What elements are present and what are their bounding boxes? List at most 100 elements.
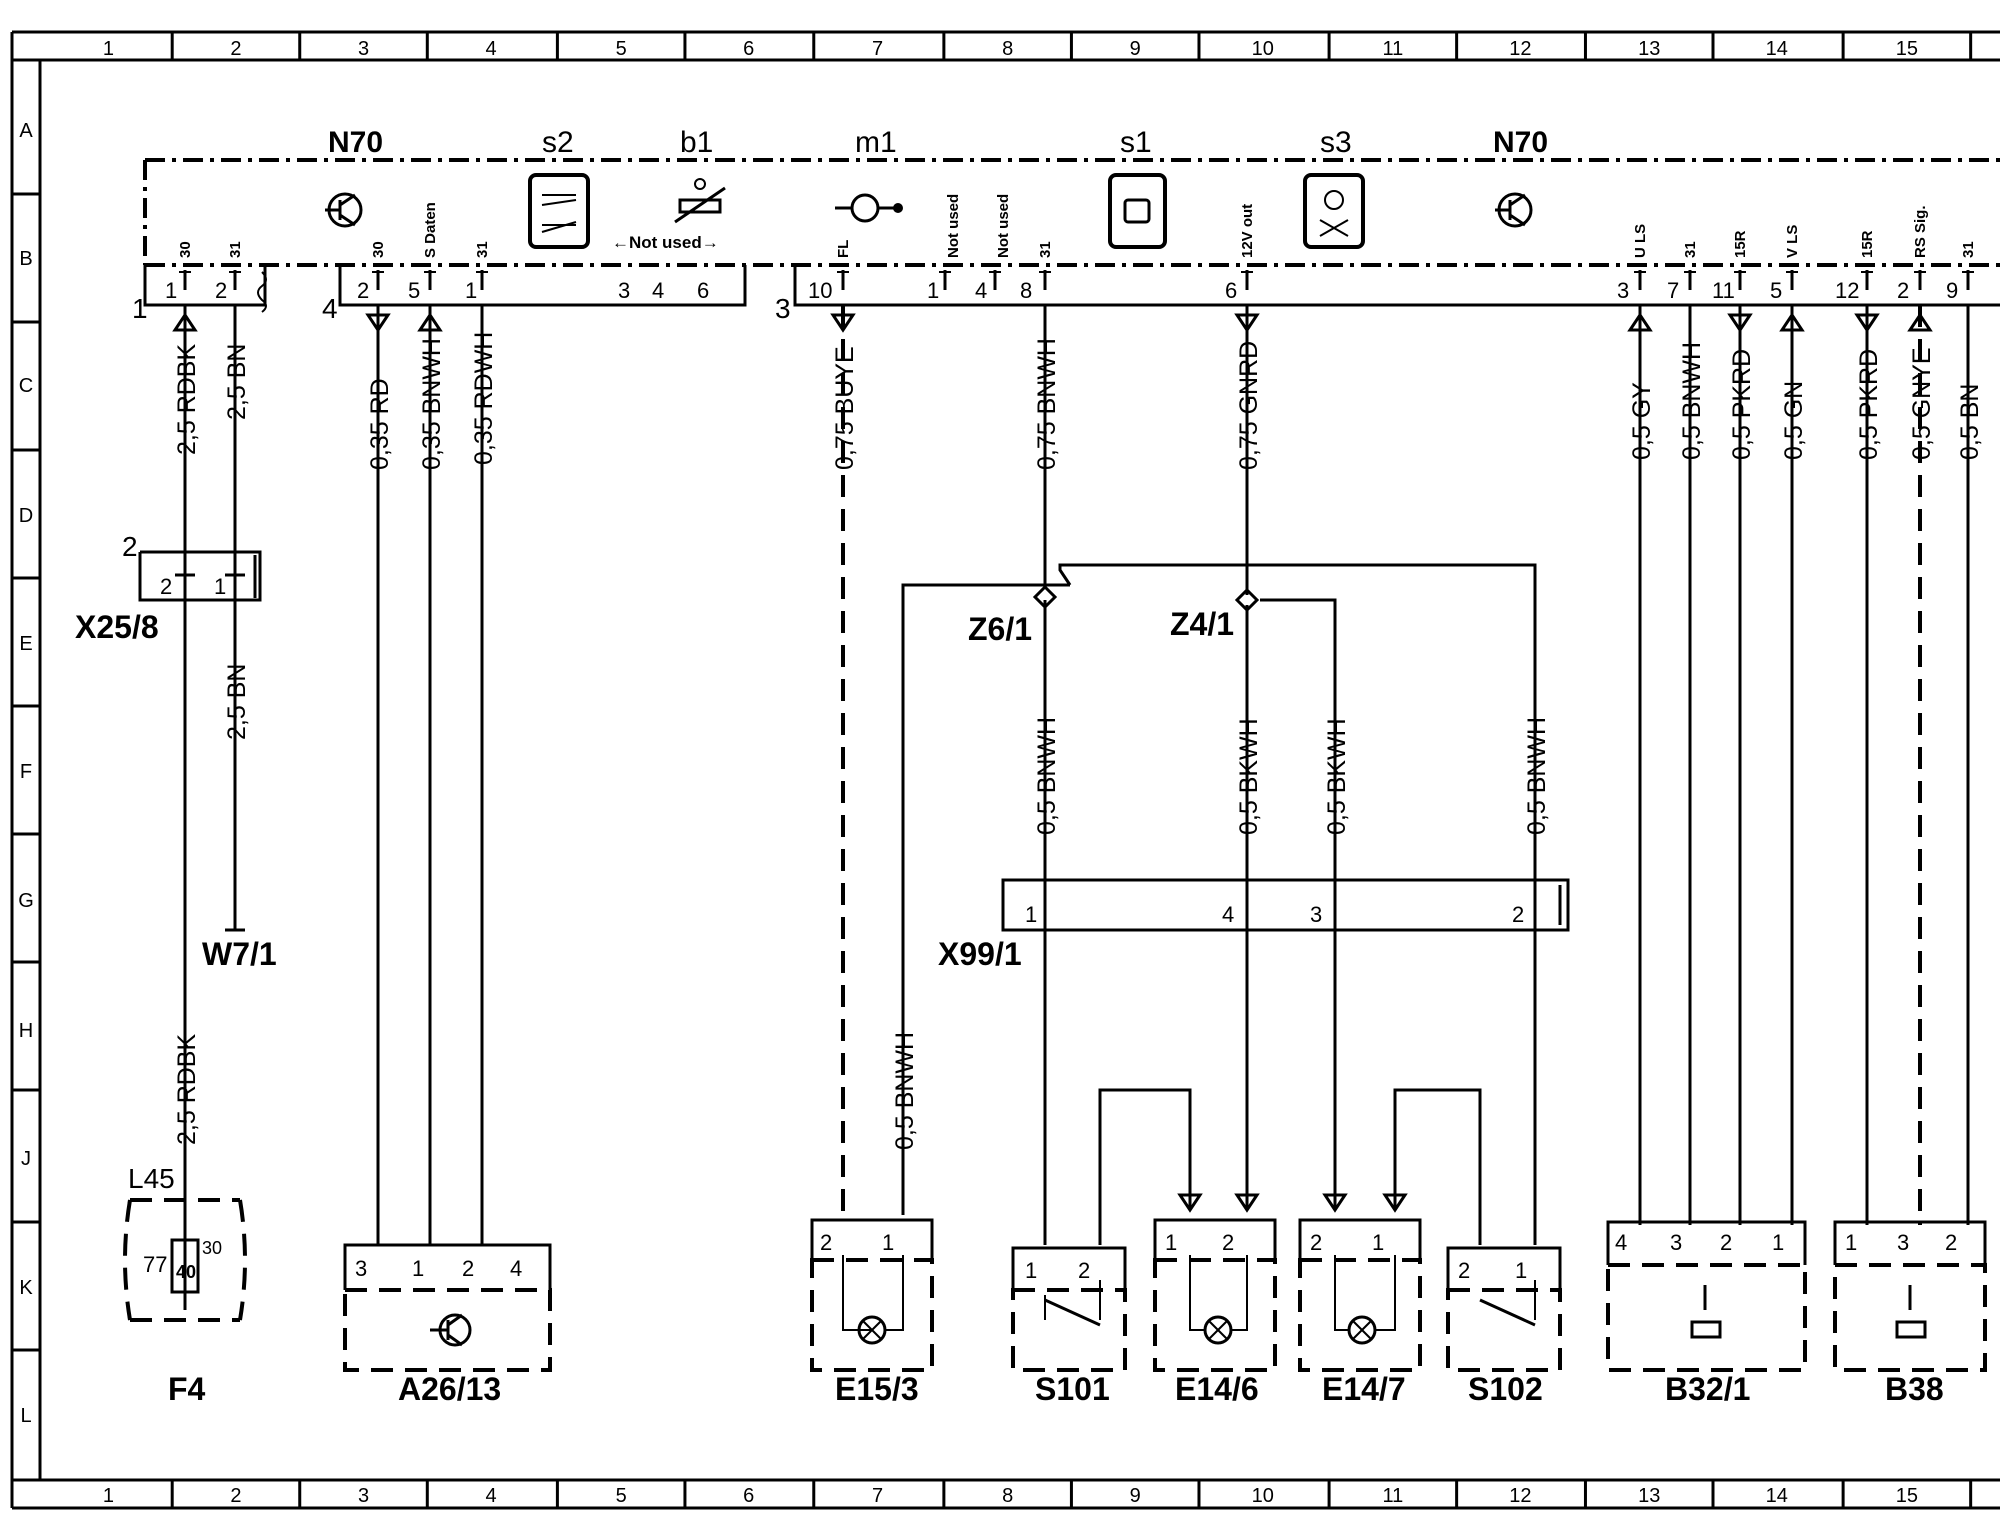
row-label: H — [19, 1020, 33, 1042]
pin-function-p15r_b: 15R — [1859, 230, 1876, 258]
wire-label-w_gnrd: 0,75 GNRD — [1235, 341, 1263, 470]
wire-label-w_gnye: 0,5 GNYE — [1908, 347, 1936, 460]
x99-pin-4: 4 — [1222, 902, 1234, 927]
module-n70-right: N70 — [1493, 126, 1548, 159]
column-label: 15 — [1896, 38, 1918, 60]
pin-function-p15r_a: 15R — [1732, 230, 1749, 258]
pin-number-c3_9: 9 — [1946, 278, 1958, 303]
not-used-1: Not used — [945, 194, 962, 258]
component-e15-3 — [810, 1218, 934, 1372]
pin-number-c3_8: 8 — [1020, 278, 1032, 303]
component-e14-7-label: E14/7 — [1322, 1371, 1406, 1407]
a26-pin-4: 4 — [510, 1256, 522, 1281]
column-label: 6 — [743, 1485, 754, 1507]
x25-8-pin-1: 1 — [214, 574, 226, 599]
f4-pin-77: 77 — [143, 1252, 167, 1277]
b38-pin-1: 1 — [1845, 1230, 1857, 1255]
sensor-b1-icon — [674, 178, 726, 224]
wire-label-w_bnwh_075: 0,75 BNWH — [1033, 338, 1061, 470]
pin-number-c3_12: 12 — [1835, 278, 1859, 303]
component-a26-13-label: A26/13 — [398, 1371, 501, 1407]
component-s102 — [1446, 1246, 1562, 1372]
column-label: 1 — [103, 38, 114, 60]
column-label: 2 — [230, 38, 241, 60]
column-label: 7 — [872, 38, 883, 60]
column-label: 13 — [1638, 38, 1660, 60]
row-label: C — [19, 375, 33, 397]
pin-number-c1_2: 2 — [215, 278, 227, 303]
column-label: 14 — [1766, 38, 1788, 60]
column-label: 3 — [358, 38, 369, 60]
module-s2: s2 — [542, 126, 574, 159]
column-label: 15 — [1896, 1485, 1918, 1507]
connector-x99-1 — [1001, 878, 1570, 932]
wire-label-w_bn_1: 2,5 BN — [223, 344, 251, 420]
module-m1: m1 — [855, 126, 897, 159]
component-s101 — [1011, 1246, 1127, 1372]
wires — [183, 271, 1970, 1245]
column-label: 12 — [1509, 1485, 1531, 1507]
s102-pin-2: 2 — [1458, 1258, 1470, 1283]
column-label: 12 — [1509, 38, 1531, 60]
connector-x25-8-label: X25/8 — [75, 609, 159, 645]
s102-pin-1: 1 — [1515, 1258, 1527, 1283]
column-label: 10 — [1252, 38, 1274, 60]
pin-number-c3_11: 11 — [1712, 278, 1735, 303]
wire-label-w_bnwh_f1: 0,5 BNWH — [1033, 717, 1061, 835]
a26-pin-1: 1 — [412, 1256, 424, 1281]
e146-pin-2: 2 — [1222, 1230, 1234, 1255]
connector-x99-1-label: X99/1 — [938, 936, 1022, 972]
connector-x25-8 — [138, 550, 262, 602]
pin-markers — [179, 270, 1974, 290]
pin-function-rs_sig: RS Sig. — [1912, 205, 1929, 258]
pin-function-p31b: 31 — [474, 241, 491, 258]
column-label: 11 — [1382, 1485, 1403, 1507]
row-label: A — [19, 120, 33, 142]
e15-pin-2: 2 — [820, 1230, 832, 1255]
pin-number-c3_5: 5 — [1770, 278, 1782, 303]
switch-s1-icon — [1108, 173, 1167, 249]
wire-label-w_rdwh: 0,35 RDWH — [470, 332, 498, 465]
not-used-2: Not used — [995, 194, 1012, 258]
wire-label-w_buye: 0,75 BUYE — [831, 346, 859, 470]
x99-pin-3: 3 — [1310, 902, 1322, 927]
e147-pin-1: 1 — [1372, 1230, 1384, 1255]
component-b38 — [1833, 1220, 1987, 1372]
b38-pin-3: 3 — [1897, 1230, 1909, 1255]
splice-z6-1-label: Z6/1 — [968, 611, 1032, 647]
wire-label-w_bnwh_05a: 0,5 BNWH — [1678, 342, 1706, 460]
pin-function-p31e: 31 — [1960, 241, 1977, 258]
x99-pin-1: 1 — [1025, 902, 1037, 927]
pin-function-v_ls: V LS — [1784, 225, 1801, 258]
e146-pin-1: 1 — [1165, 1230, 1177, 1255]
wire-label-w_bn_05: 0,5 BN — [1956, 384, 1984, 460]
f4-fuse-40: 40 — [176, 1262, 196, 1282]
pin-number-c3_7: 7 — [1667, 278, 1679, 303]
switch-s2-icon — [528, 173, 590, 249]
pin-number-c4_3: 3 — [618, 278, 630, 303]
wire-label-w_bnwh_035: 0,35 BNWH — [418, 338, 446, 470]
b32-pin-4: 4 — [1615, 1230, 1627, 1255]
column-label: 11 — [1382, 38, 1403, 60]
plug-outlines — [143, 265, 2000, 307]
component-e15-3-label: E15/3 — [835, 1371, 919, 1407]
splice-z4-1-icon — [1234, 587, 1260, 613]
column-label: 3 — [358, 1485, 369, 1507]
component-b32-1 — [1606, 1220, 1807, 1372]
b32-pin-2: 2 — [1720, 1230, 1732, 1255]
b32-pin-1: 1 — [1772, 1230, 1784, 1255]
e15-pin-1: 1 — [882, 1230, 894, 1255]
column-label: 10 — [1252, 1485, 1274, 1507]
column-label: 9 — [1130, 38, 1141, 60]
wire-label-w_bn_2: 2,5 BN — [223, 664, 251, 740]
column-label: 4 — [486, 38, 497, 60]
column-label: 1 — [103, 1485, 114, 1507]
f4-pin-30: 30 — [202, 1238, 222, 1258]
row-label: D — [19, 505, 33, 527]
wire-label-w_rdbk_1: 2,5 RDBK — [173, 344, 201, 455]
